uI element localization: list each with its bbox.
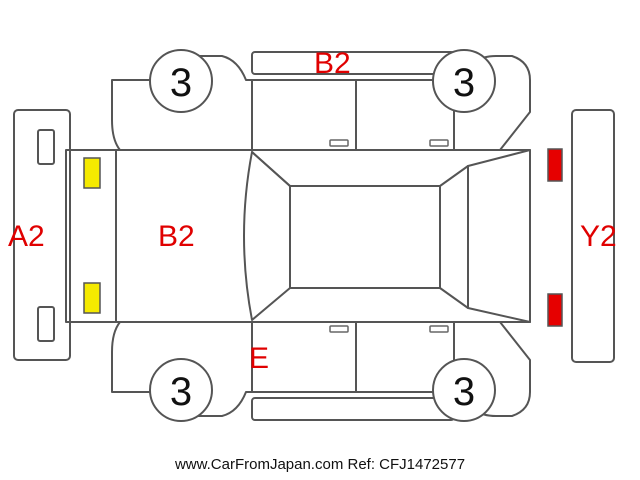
- tire-front-top: 3: [149, 49, 213, 113]
- tire-front-bottom-grade: 3: [170, 370, 192, 414]
- front-bumper: [13, 109, 71, 361]
- hood-code: B2: [158, 220, 195, 253]
- roof-side-top-code: B2: [314, 47, 351, 80]
- tire-front-bottom: 3: [149, 358, 213, 422]
- body-top-view: [65, 149, 531, 323]
- tire-rear-top-grade: 3: [453, 61, 475, 105]
- rear-bumper-code: Y2: [580, 220, 617, 253]
- front-bumper-code: A2: [8, 220, 45, 253]
- left-sill-code: E: [249, 342, 269, 375]
- rear-lamp-bottom-marker: [547, 293, 563, 327]
- rear-lamp-top-marker: [547, 148, 563, 182]
- tire-rear-bottom: 3: [432, 358, 496, 422]
- rear-bumper: [571, 109, 615, 363]
- tire-rear-top: 3: [432, 49, 496, 113]
- tire-front-top-grade: 3: [170, 61, 192, 105]
- tire-rear-bottom-grade: 3: [453, 370, 475, 414]
- front-lamp-bottom-marker: [83, 282, 101, 314]
- footer-reference: www.CarFromJapan.com Ref: CFJ1472577: [174, 456, 466, 473]
- front-lamp-top-marker: [83, 157, 101, 189]
